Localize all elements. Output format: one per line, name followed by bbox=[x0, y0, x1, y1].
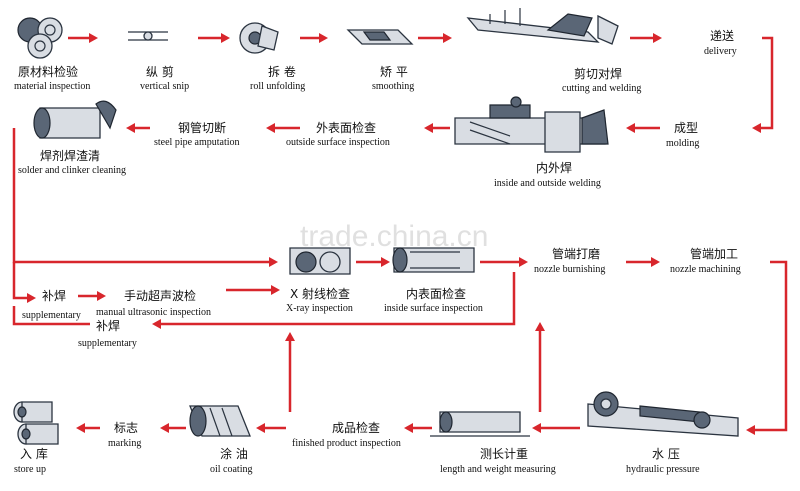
step-insidesurf-zh: 内表面检查 bbox=[406, 286, 466, 301]
oil-illustration bbox=[189, 405, 251, 437]
hydraulic-illustration bbox=[587, 391, 739, 437]
step-unfold-zh: 拆 卷 bbox=[268, 64, 296, 79]
coil-illustration bbox=[17, 17, 63, 59]
step-solder: 焊剂焊渣清 solder and clinker cleaning bbox=[18, 148, 126, 176]
step-amputation-en: steel pipe amputation bbox=[154, 137, 240, 148]
step-supp2-en: supplementary bbox=[78, 338, 137, 349]
step-cutweld: 剪切对焊 cutting and welding bbox=[562, 66, 641, 94]
step-oil: 涂 油 oil coating bbox=[210, 446, 253, 475]
flow-arrows bbox=[12, 33, 788, 435]
step-inoutweld-en: inside and outside welding bbox=[494, 178, 601, 189]
smooth-illustration bbox=[346, 29, 414, 45]
step-amputation: 钢管切断 steel pipe amputation bbox=[154, 120, 240, 148]
step-molding-zh: 成型 bbox=[674, 121, 698, 135]
step-hydraulic: 水 压 hydraulic pressure bbox=[626, 447, 700, 475]
step-oil-en: oil coating bbox=[210, 464, 253, 475]
step-machining: 管端加工 nozzle machining bbox=[670, 246, 741, 275]
watermark: trade.china.cn bbox=[300, 220, 488, 253]
step-solder-zh: 焊剂焊渣清 bbox=[40, 148, 100, 163]
step-supp1: 补焊 supplementary bbox=[22, 288, 81, 321]
step-molding-en: molding bbox=[666, 138, 699, 149]
snip-illustration bbox=[128, 31, 168, 41]
step-xray-zh: X 射线检查 bbox=[290, 286, 350, 301]
step-store-zh: 入 库 bbox=[20, 446, 48, 461]
step-material-zh: 原材料检验 bbox=[18, 64, 78, 79]
step-smooth-en: smoothing bbox=[372, 81, 414, 92]
step-supp1-en: supplementary bbox=[22, 310, 81, 321]
step-burnish-en: nozzle burnishing bbox=[534, 264, 605, 275]
xray-illustration bbox=[289, 247, 351, 275]
step-machining-zh: 管端加工 bbox=[690, 246, 738, 261]
store-illustration bbox=[13, 401, 59, 445]
step-marking: 标志 marking bbox=[108, 421, 141, 449]
step-snip: 纵 剪 vertical snip bbox=[140, 64, 189, 92]
step-hydraulic-en: hydraulic pressure bbox=[626, 464, 700, 475]
step-cutweld-en: cutting and welding bbox=[562, 83, 641, 94]
step-outside-zh: 外表面检查 bbox=[316, 120, 376, 135]
step-burnish-zh: 管端打磨 bbox=[552, 246, 600, 261]
step-marking-en: marking bbox=[108, 438, 141, 449]
step-smooth-zh: 矫 平 bbox=[380, 64, 408, 79]
step-machining-en: nozzle machining bbox=[670, 264, 741, 275]
step-delivery: 递送 delivery bbox=[704, 28, 737, 57]
step-store: 入 库 store up bbox=[14, 446, 48, 475]
step-amputation-zh: 钢管切断 bbox=[178, 120, 226, 135]
step-outside-en: outside surface inspection bbox=[286, 137, 390, 148]
step-finished-zh: 成品检查 bbox=[332, 420, 380, 435]
step-insidesurf: 内表面检查 inside surface inspection bbox=[384, 286, 483, 314]
step-smooth: 矫 平 smoothing bbox=[372, 64, 414, 92]
step-ultra: 手动超声波检 manual ultrasonic inspection bbox=[96, 288, 211, 318]
measure-illustration bbox=[430, 411, 530, 437]
step-marking-zh: 标志 bbox=[114, 421, 138, 435]
step-xray-en: X-ray inspection bbox=[286, 303, 353, 314]
step-solder-en: solder and clinker cleaning bbox=[18, 165, 126, 176]
step-finished: 成品检查 finished product inspection bbox=[292, 420, 401, 449]
solder-illustration bbox=[33, 100, 117, 139]
step-molding: 成型 molding bbox=[666, 121, 699, 149]
insidesurf-illustration bbox=[392, 247, 475, 273]
cutweld-illustration bbox=[466, 8, 619, 45]
step-supp1-zh: 补焊 bbox=[42, 288, 66, 303]
step-unfold: 拆 卷 roll unfolding bbox=[250, 64, 305, 92]
step-unfold-en: roll unfolding bbox=[250, 81, 305, 92]
step-delivery-en: delivery bbox=[704, 46, 737, 57]
step-burnish: 管端打磨 nozzle burnishing bbox=[534, 246, 605, 275]
step-insidesurf-en: inside surface inspection bbox=[384, 303, 483, 314]
step-ultra-zh: 手动超声波检 bbox=[124, 288, 196, 303]
step-cutweld-zh: 剪切对焊 bbox=[574, 66, 622, 81]
step-measure-zh: 测长计重 bbox=[480, 447, 528, 461]
step-oil-zh: 涂 油 bbox=[220, 446, 248, 461]
step-ultra-en: manual ultrasonic inspection bbox=[96, 307, 211, 318]
step-supp2-zh: 补焊 bbox=[96, 318, 120, 333]
step-finished-en: finished product inspection bbox=[292, 438, 401, 449]
step-outside: 外表面检查 outside surface inspection bbox=[286, 120, 390, 148]
step-store-en: store up bbox=[14, 464, 46, 475]
step-measure-en: length and weight measuring bbox=[440, 464, 556, 475]
step-material-en: material inspection bbox=[14, 81, 90, 92]
step-measure: 测长计重 length and weight measuring bbox=[440, 447, 556, 475]
step-inoutweld: 内外焊 inside and outside welding bbox=[494, 160, 601, 189]
unfold-illustration bbox=[239, 22, 279, 54]
step-delivery-zh: 递送 bbox=[710, 28, 734, 43]
step-snip-en: vertical snip bbox=[140, 81, 189, 92]
step-hydraulic-zh: 水 压 bbox=[652, 447, 680, 461]
step-inoutweld-zh: 内外焊 bbox=[536, 160, 572, 175]
inoutweld-illustration bbox=[454, 96, 609, 153]
step-snip-zh: 纵 剪 bbox=[146, 64, 174, 79]
step-supp2: 补焊 supplementary bbox=[78, 318, 137, 349]
step-xray: X 射线检查 X-ray inspection bbox=[286, 286, 353, 314]
step-material: 原材料检验 material inspection bbox=[14, 64, 90, 92]
